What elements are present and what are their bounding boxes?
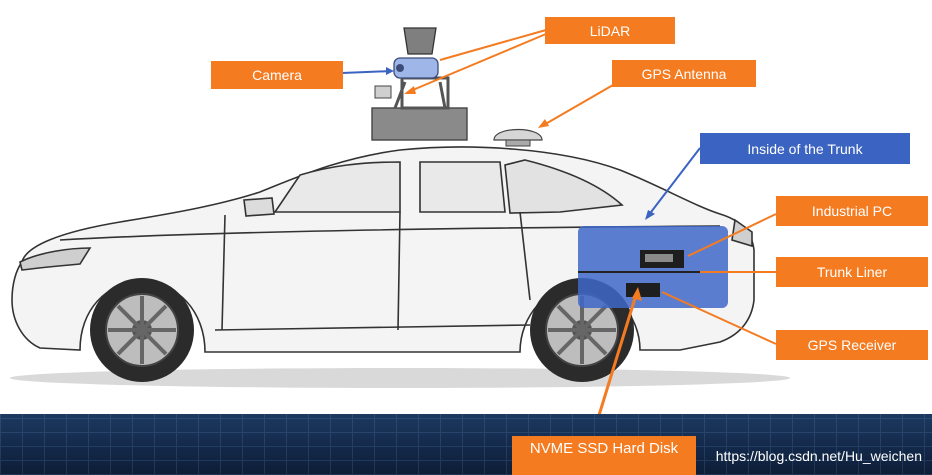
industrial-pc-label: Industrial PC: [776, 196, 928, 226]
camera-label: Camera: [211, 61, 343, 89]
gps-antenna-label: GPS Antenna: [612, 60, 756, 87]
rear-window: [504, 159, 624, 214]
headlight: [19, 247, 92, 271]
trunk-leader-arrow: [645, 147, 701, 220]
gps-receiver-label: GPS Receiver: [776, 330, 928, 360]
front-wheel: [90, 278, 194, 382]
side-mirror: [243, 197, 275, 217]
front-door-window: [273, 161, 401, 213]
gps-antenna-dome: [493, 129, 543, 147]
door-line-rear: [519, 211, 531, 301]
side-sill: [214, 324, 531, 331]
watermark-text: https://blog.csdn.net/Hu_weichen: [715, 448, 922, 464]
nvme-ssd-label: NVME SSD Hard Disk: [512, 436, 696, 475]
door-line-middle: [397, 211, 401, 331]
lidar-label: LiDAR: [545, 17, 675, 44]
rear-door-window: [419, 161, 506, 213]
industrial-pc-box: [640, 250, 684, 268]
bottom-banner: [0, 414, 932, 475]
inside-trunk-label: Inside of the Trunk: [700, 133, 910, 164]
industrial-pc-leader: [687, 213, 777, 257]
banner-pattern: [0, 414, 932, 475]
lidar-unit: [403, 27, 437, 55]
roof-camera-small: [374, 85, 392, 99]
nvme-disk-box: [626, 283, 660, 297]
gps-receiver-leader: [661, 291, 777, 345]
camera-leader-arrow: [341, 67, 394, 75]
gps-antenna-leader-arrow: [538, 84, 614, 128]
trunk-liner-label: Trunk Liner: [776, 257, 928, 287]
lidar-leader-arrow: [404, 29, 547, 94]
camera-unit: [393, 57, 439, 79]
